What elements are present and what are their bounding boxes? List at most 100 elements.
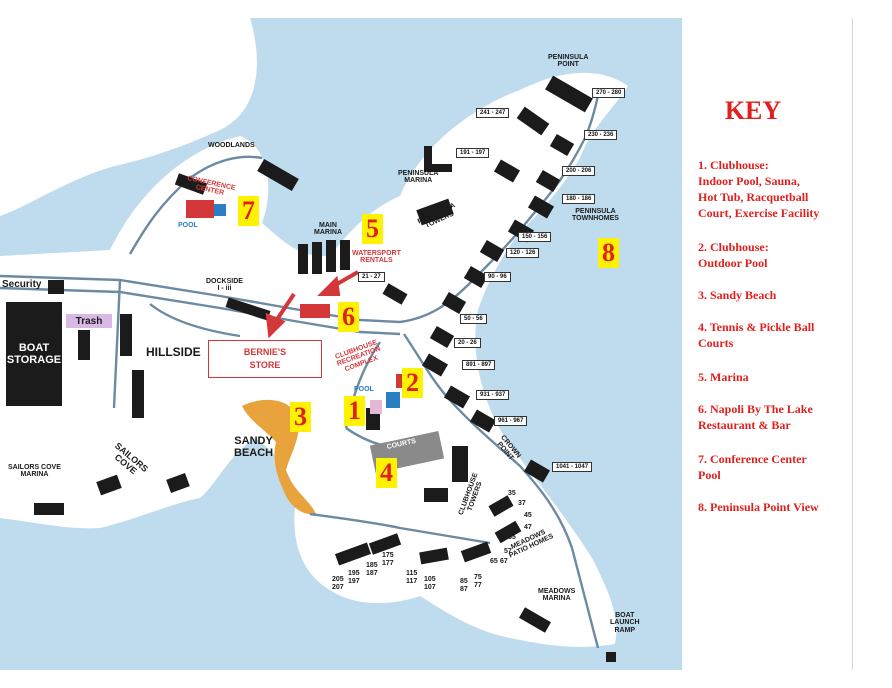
unit-tag: 931 - 937	[476, 390, 510, 400]
label-pool-clubhouse: POOL	[354, 386, 374, 393]
security-building	[48, 280, 64, 294]
label-hillside: HILLSIDE	[146, 345, 201, 359]
meadows-unit	[460, 541, 492, 563]
key-item-8: 8. Peninsula Point View	[698, 500, 819, 514]
label-main-marina: MAIN MARINA	[314, 222, 342, 237]
townhome	[382, 283, 408, 305]
key-item-4: 4. Tennis & Pickle Ball Courts	[698, 320, 815, 350]
unit-number: 75	[474, 574, 482, 581]
map-key: KEY 1. Clubhouse: Indoor Pool, Sauna, Ho…	[682, 18, 852, 670]
townhome	[527, 195, 555, 219]
meadows-unit	[488, 495, 514, 517]
unit-number: 185	[366, 562, 378, 569]
key-item-1: 1. Clubhouse: Indoor Pool, Sauna, Hot Tu…	[698, 158, 820, 220]
key-item-6: 6. Napoli By The Lake Restaurant & Bar	[698, 402, 813, 432]
townhome	[441, 291, 467, 315]
unit-number: 45	[524, 512, 532, 519]
unit-number: 77	[474, 582, 482, 589]
unit-number: 57	[504, 548, 512, 555]
buildings	[34, 75, 616, 662]
clubhouse-pool	[386, 392, 400, 408]
hillside-building	[78, 330, 90, 360]
townhome	[469, 409, 497, 433]
label-woodlands: WOODLANDS	[208, 142, 255, 149]
townhome	[443, 385, 471, 409]
unit-number: 55	[508, 534, 516, 541]
conference-building	[186, 200, 214, 218]
badge-8: 8	[598, 238, 619, 268]
unit-number: 65	[490, 558, 498, 565]
label-dockside: DOCKSIDE I - iii	[206, 278, 243, 293]
arrows	[265, 270, 359, 339]
sailors-building	[96, 474, 122, 496]
label-sailors-cove-marina: SAILORS COVE MARINA	[8, 464, 61, 479]
resort-map: PENINSULA POINT WOODLANDS PENINSULA MARI…	[0, 18, 682, 670]
unit-number: 47	[524, 524, 532, 531]
unit-number: 207	[332, 584, 344, 591]
unit-number: 107	[424, 584, 436, 591]
townhome	[523, 459, 551, 483]
unit-tag: 891 - 897	[462, 360, 496, 370]
unit-tag: 961 - 967	[494, 416, 528, 426]
unit-tag: 50 - 56	[460, 314, 487, 324]
woodlands-building	[174, 173, 208, 195]
bernies-store: BERNIE'S STORE	[208, 340, 322, 378]
label-security: Security	[2, 279, 42, 290]
badge-1: 1	[344, 396, 365, 426]
peninsula-marina-dock	[424, 164, 452, 172]
marina-slip	[298, 244, 308, 274]
unit-number: 205	[332, 576, 344, 583]
meadows-unit	[368, 533, 402, 555]
unit-number: 175	[382, 552, 394, 559]
label-watersport-rentals: WATERSPORT RENTALS	[352, 250, 401, 265]
label-peninsula-townhomes: PENINSULA TOWNHOMES	[572, 208, 619, 223]
unit-number: 35	[508, 490, 516, 497]
townhome	[463, 265, 489, 289]
trash-area: Trash	[66, 314, 112, 328]
land-masses	[0, 18, 628, 647]
unit-tag: 21 - 27	[358, 272, 385, 282]
unit-number: 67	[500, 558, 508, 565]
marina-slip	[340, 240, 350, 270]
label-pool-conference: POOL	[178, 222, 198, 229]
badge-6: 6	[338, 302, 359, 332]
meadows-unit	[419, 547, 449, 565]
townhome	[535, 169, 561, 193]
west-land	[0, 18, 257, 216]
unit-number: 87	[460, 586, 468, 593]
meadows-unit	[494, 520, 522, 544]
townhome	[545, 75, 593, 113]
sailors-building	[166, 473, 190, 493]
unit-number: 37	[518, 500, 526, 507]
unit-tag: 120 - 126	[506, 248, 540, 258]
unit-number: 85	[460, 578, 468, 585]
conference-pool	[214, 204, 226, 216]
townhome	[479, 239, 505, 263]
label-sandy-beach: SANDY BEACH	[234, 435, 274, 459]
label-meadows-marina: MEADOWS MARINA	[538, 588, 576, 603]
unit-tag: 191 - 197	[456, 148, 490, 158]
unit-tag: 180 - 186	[562, 194, 596, 204]
unit-tag: 150 - 156	[518, 232, 552, 242]
unit-tag: 230 - 236	[584, 130, 618, 140]
clubhouse-pink	[370, 400, 382, 414]
restaurant-building	[300, 304, 330, 318]
label-boat-launch-ramp: BOAT LAUNCH RAMP	[610, 612, 640, 634]
unit-number: 117	[406, 578, 418, 585]
unit-number: 105	[424, 576, 436, 583]
unit-number: 177	[382, 560, 394, 567]
badge-4: 4	[376, 458, 397, 488]
label-peninsula-point: PENINSULA POINT	[548, 54, 589, 69]
townhome	[429, 325, 455, 349]
marina-slip	[312, 242, 322, 274]
label-peninsula-marina: PENINSULA MARINA	[398, 170, 439, 185]
key-item-5: 5. Marina	[698, 370, 749, 384]
unit-number: 195	[348, 570, 360, 577]
badge-2: 2	[402, 368, 423, 398]
marina-slip	[326, 240, 336, 272]
key-item-7: 7. Conference Center Pool	[698, 452, 807, 482]
key-item-3: 3. Sandy Beach	[698, 288, 777, 302]
badge-3: 3	[290, 402, 311, 432]
meadows-unit	[334, 542, 372, 566]
woodlands-building	[257, 158, 299, 192]
